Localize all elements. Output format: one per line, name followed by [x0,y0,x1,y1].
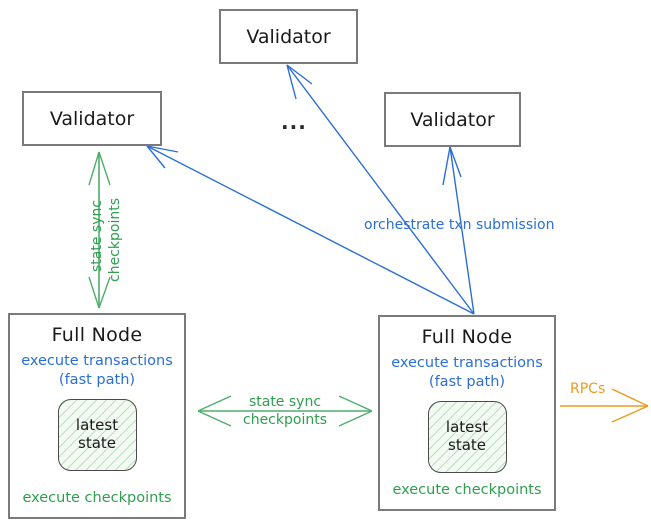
validator-top-label: Validator [246,25,331,48]
validator-node-left[interactable]: Validator [22,91,162,146]
full-node-right-exec-line2: (fast path) [428,373,506,390]
state-sync-horizontal-line1: state sync [248,394,322,410]
state-sync-vertical-label-line2: checkpoints [107,198,123,282]
validator-right-label: Validator [410,108,495,131]
edge-state-sync-horizontal [197,395,373,427]
state-sync-horizontal-label: state sync checkpoints [230,394,340,429]
validator-node-top[interactable]: Validator [219,9,358,64]
latest-state-right-line1: latest [445,418,489,437]
full-node-left-exec-line1: execute transactions [21,353,173,369]
full-node-left-exec-line2: (fast path) [58,371,136,388]
edge-state-sync-vertical [88,151,111,309]
full-node-right-exec-transactions: execute transactions (fast path) [391,354,543,391]
state-sync-vertical-label-line1: state sync [89,199,105,272]
orchestrate-txn-submission-label: orchestrate txn submission [364,217,555,233]
edge-fullnode-to-validator-left [146,145,475,315]
full-node-right-exec-line1: execute transactions [391,355,543,371]
rpcs-label: RPCs [570,381,606,397]
full-node-left-title: Full Node [51,324,143,346]
latest-state-chip-right: latest state [427,401,507,474]
validator-node-right[interactable]: Validator [384,92,521,147]
edge-fullnode-to-validator-top [286,64,475,315]
edge-rpcs [560,388,649,423]
full-node-left-exec-checkpoints: execute checkpoints [22,490,172,506]
validator-left-label: Validator [49,107,135,130]
full-node-left[interactable]: Full Node execute transactions (fast pat… [8,313,186,519]
latest-state-right-line2: state [448,436,486,455]
latest-state-left-line1: latest [75,416,119,435]
latest-state-left-line2: state [78,434,116,453]
latest-state-chip-left: latest state [57,399,137,472]
full-node-right[interactable]: Full Node execute transactions (fast pat… [378,315,556,511]
full-node-left-exec-transactions: execute transactions (fast path) [21,352,173,389]
full-node-right-title: Full Node [421,326,513,348]
edge-fullnode-to-validator-right [442,146,475,315]
full-node-right-exec-checkpoints: execute checkpoints [392,482,542,498]
state-sync-horizontal-line2: checkpoints [243,411,327,428]
validators-ellipsis: ... [281,110,307,134]
